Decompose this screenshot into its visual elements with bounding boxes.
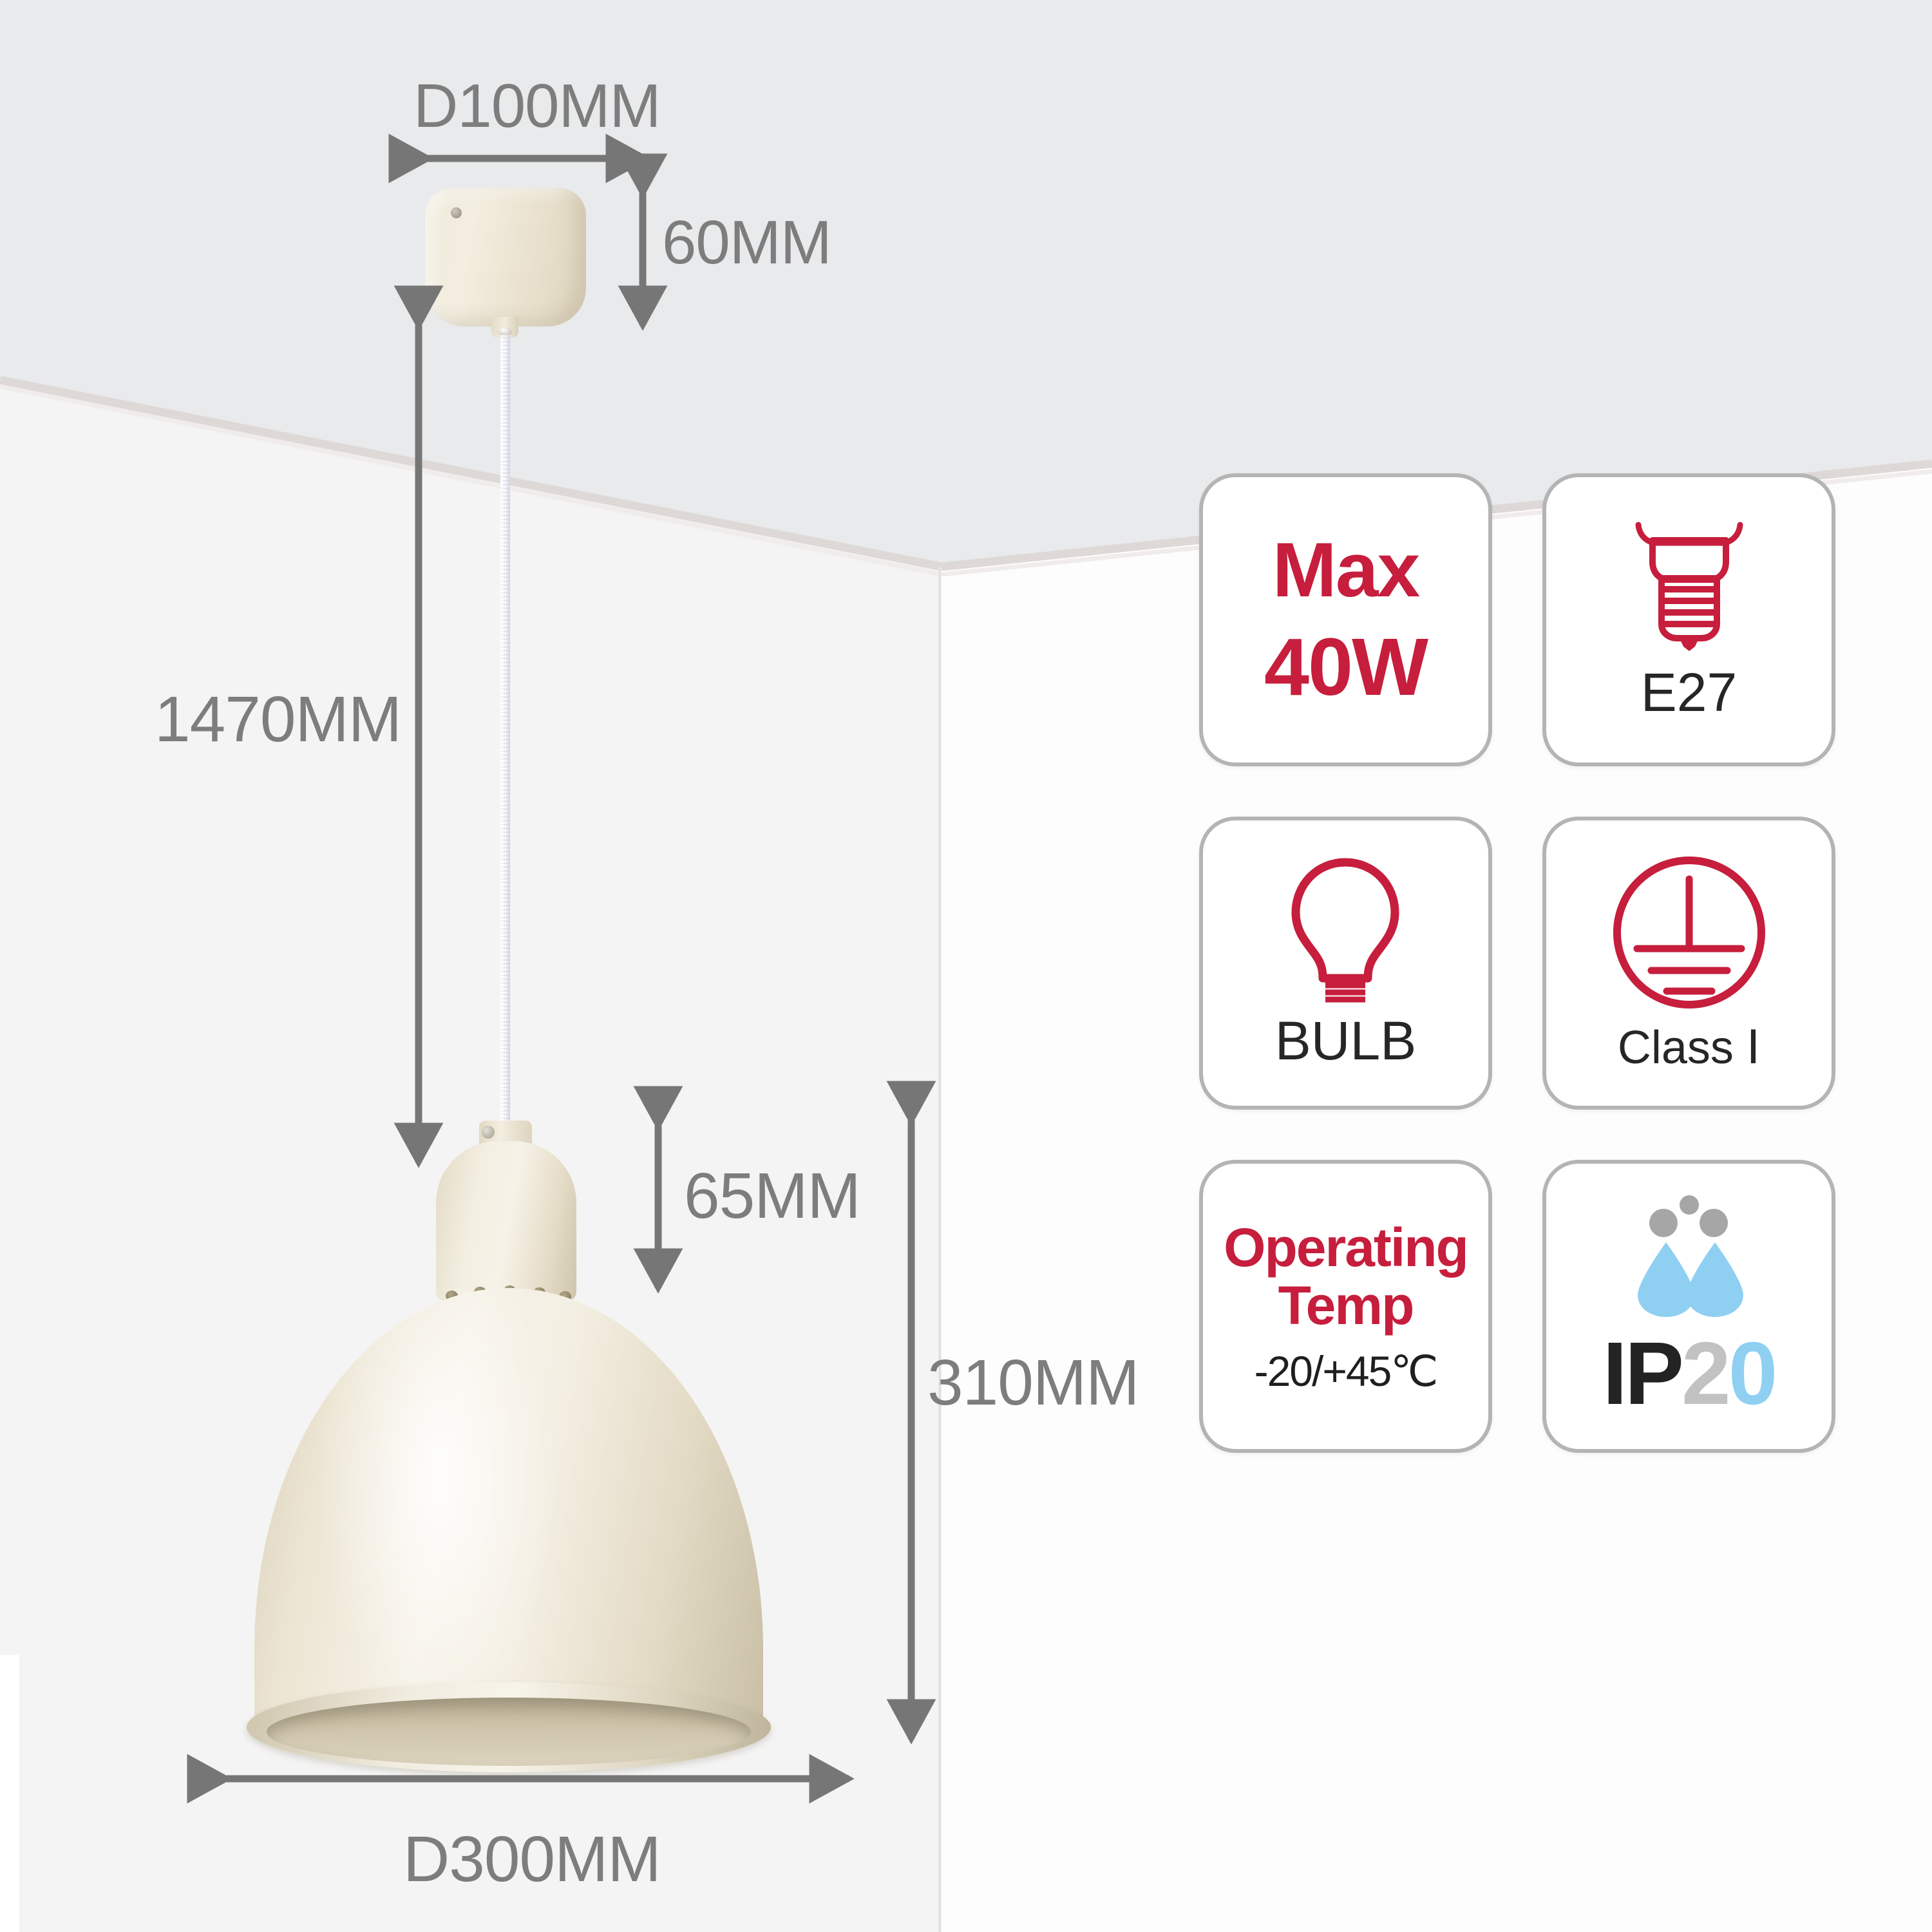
operating-temp-range: -20/+45℃ [1254, 1347, 1439, 1396]
lamp-holder-screw [482, 1126, 495, 1139]
ip-digit-1: 2 [1681, 1324, 1731, 1423]
ip-rating-text: IP 2 0 [1602, 1324, 1778, 1423]
label-shade-diameter: D300MM [403, 1823, 661, 1895]
operating-temp-line2: Temp [1278, 1274, 1415, 1336]
specification-badges: Max 40W E27 [1199, 473, 1850, 1453]
badge-lamp-base[interactable]: E27 [1542, 473, 1835, 766]
badge-operating-temp[interactable]: Operating Temp -20/+45℃ [1199, 1160, 1492, 1453]
badge-max-wattage[interactable]: Max 40W [1199, 473, 1492, 766]
lamp-base-label: E27 [1640, 662, 1738, 723]
e27-screw-cap-icon [1615, 516, 1763, 658]
lamp-shade-interior [267, 1698, 751, 1766]
wall-corner-edge [938, 567, 942, 1932]
operating-temp-line1: Operating [1224, 1217, 1469, 1278]
bulb-type-label: BULB [1274, 1010, 1417, 1071]
label-shade-height: 310MM [927, 1347, 1139, 1419]
label-shade-neck: 65MM [684, 1160, 861, 1232]
floor-edge-strip [0, 1655, 19, 1932]
water-droplets-icon [1612, 1195, 1766, 1320]
ip-digit-2: 0 [1728, 1324, 1778, 1423]
badge-ip-rating[interactable]: IP 2 0 [1542, 1160, 1835, 1453]
ceiling-rose [425, 188, 586, 327]
label-canopy-height: 60MM [662, 208, 832, 277]
earth-ground-icon [1609, 852, 1770, 1016]
max-wattage-line1: Max [1272, 527, 1420, 614]
suspension-cable [500, 335, 510, 1128]
ip-prefix: IP [1602, 1324, 1684, 1423]
label-drop-height: 1470MM [155, 683, 402, 755]
cable-grip-eyelet [498, 327, 512, 336]
max-wattage-line2: 40W [1264, 621, 1428, 713]
badge-protection-class[interactable]: Class Ⅰ [1542, 817, 1835, 1110]
badge-bulb-type[interactable]: BULB [1199, 817, 1492, 1110]
protection-class-label: Class Ⅰ [1617, 1022, 1761, 1074]
label-canopy-diameter: D100MM [413, 71, 661, 140]
light-bulb-icon [1276, 855, 1415, 1006]
ceiling-rose-screw [451, 207, 462, 218]
shade-neck-cone [436, 1141, 576, 1301]
